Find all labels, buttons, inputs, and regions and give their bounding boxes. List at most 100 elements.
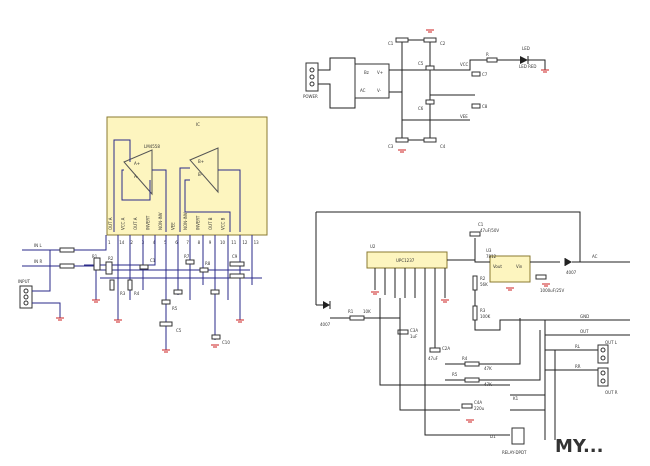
- ic-pin-number: 9: [209, 240, 212, 245]
- res-label: R2: [480, 276, 486, 281]
- ic-pin-number: 4: [153, 240, 156, 245]
- ic-pin-number: 12: [242, 240, 248, 245]
- cap-value: 220u: [474, 406, 485, 411]
- diode-label: D1: [490, 434, 496, 439]
- ic-pin-label: OUT A: [133, 217, 138, 230]
- cap-label: C3: [388, 144, 394, 149]
- relay-coil: [511, 427, 525, 445]
- output-connector-right: [597, 367, 609, 387]
- ic-pin-labels: OUT A VCC A OUT A INVERT NON-INV VEE NON-INV IN…: [108, 212, 226, 230]
- relay-label: RELAY-DPDT: [502, 450, 527, 455]
- led-label: LED: [522, 46, 530, 51]
- cap-label: C4: [440, 144, 446, 149]
- ic-pin-label: INVERT: [146, 215, 151, 230]
- ic-pin-label: VCC A: [121, 217, 126, 230]
- res-value: 56K: [480, 282, 488, 287]
- part-label: R4: [134, 291, 140, 296]
- cap: [429, 347, 441, 353]
- net-label: OUT: [580, 329, 589, 334]
- cap: [397, 329, 409, 335]
- res-label: R5: [452, 372, 458, 377]
- diode-right-label: 4007: [566, 270, 577, 275]
- vcc-label: VCC: [460, 62, 469, 67]
- filter-components: [93, 257, 245, 340]
- part-label: C1: [150, 258, 156, 263]
- resistor-r3: [472, 305, 478, 321]
- ic-pin-number: 14: [119, 240, 125, 245]
- watermark: MY...: [555, 436, 603, 457]
- r1-value: 10K: [363, 309, 371, 314]
- svg-text:B+: B+: [198, 159, 204, 164]
- ic-pin-label: OUT B: [208, 217, 213, 230]
- part-label: R3: [120, 291, 126, 296]
- opamp-a-symbol: [123, 149, 153, 196]
- input-filter-section: IN L IN R INPUT: [18, 235, 262, 353]
- u2-label: UPC1237: [396, 258, 415, 263]
- diode-left-label: 4007: [320, 322, 331, 327]
- res-label: R4: [462, 356, 468, 361]
- net-label: RL: [575, 344, 581, 349]
- part-label: C5: [176, 328, 182, 333]
- input-label: IN L: [34, 243, 42, 248]
- svg-text:AC: AC: [360, 88, 366, 93]
- bridge-label: Bz: [364, 70, 369, 75]
- cap-value: 1000uF/25V: [540, 288, 564, 293]
- ic-pin-label: NON-INV: [158, 212, 163, 230]
- ic-pin-number: 10: [220, 240, 226, 245]
- svg-text:A+: A+: [134, 161, 140, 166]
- ground-symbols: [398, 29, 549, 153]
- ic-pin-number: 1: [108, 240, 111, 245]
- led-icon: [520, 56, 528, 64]
- cap-label: C6: [418, 106, 424, 111]
- ic-pin-label: INVERT: [196, 215, 201, 230]
- protection-section: 4007 R1 10K U2 UPC1237 C3A 1uF C2A 47uF …: [315, 211, 630, 455]
- relay-contact-label: K1: [513, 396, 519, 401]
- ic-ref: IC: [196, 122, 200, 127]
- ic-pin-label: VCC B: [221, 217, 226, 230]
- svg-text:Vin: Vin: [516, 264, 523, 269]
- diode-left-icon: [323, 301, 330, 309]
- ic-pin-label: NON-INV: [183, 212, 188, 230]
- ic-pin-number: 7: [186, 240, 189, 245]
- svg-text:B-: B-: [198, 172, 203, 177]
- out-right-label: OUT R: [605, 390, 618, 395]
- cap-label: C2: [440, 41, 446, 46]
- resistor-label: R: [486, 52, 489, 57]
- u3-ref: U3: [486, 248, 492, 253]
- resistor: [59, 263, 75, 269]
- ic-pin-label: OUT A: [108, 217, 113, 230]
- ic-pin-number: 13: [254, 240, 260, 245]
- resistor-r1: [349, 315, 365, 321]
- out-left-label: OUT L: [605, 340, 618, 345]
- resistor: [59, 247, 75, 253]
- resistor-r2: [472, 275, 478, 291]
- power-supply-section: POWER Bz V+ AC V- C1 C2 C3: [303, 29, 549, 153]
- ic-pin-number: 6: [175, 240, 178, 245]
- part-label: R2: [108, 256, 114, 261]
- res-value: 100K: [480, 314, 491, 319]
- part-label: C9: [232, 254, 238, 259]
- cap-label: C5: [418, 61, 424, 66]
- ic-pin-label: VEE: [171, 222, 176, 230]
- part-label: R8: [205, 261, 211, 266]
- regulator-7812: [489, 255, 531, 283]
- part-label: R7: [184, 254, 190, 259]
- cap-d1: [535, 274, 547, 280]
- svg-text:V+: V+: [377, 70, 383, 75]
- input-connector-label: INPUT: [18, 279, 31, 284]
- cap-label: C1: [388, 41, 394, 46]
- cap-label: C8: [482, 104, 488, 109]
- bridge-rectifier: [354, 63, 390, 99]
- svg-text:Vout: Vout: [493, 264, 502, 269]
- u2-ref: U2: [370, 244, 376, 249]
- ground-symbols: [56, 299, 244, 353]
- svg-text:A-: A-: [134, 174, 139, 179]
- power-caps: [395, 37, 481, 143]
- cap-label: C1: [478, 222, 484, 227]
- diode-right-icon: [565, 258, 572, 266]
- net-label: GND: [580, 314, 589, 319]
